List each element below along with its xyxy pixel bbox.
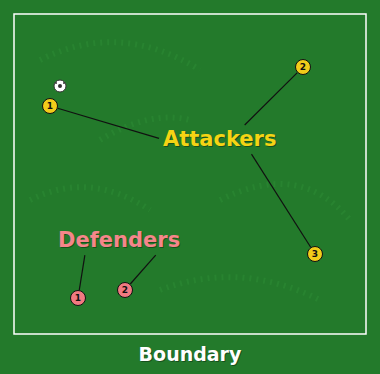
player-number: 1: [47, 102, 53, 111]
attacker-marker: 2: [295, 59, 311, 75]
defender-marker: 2: [117, 282, 133, 298]
player-number: 1: [75, 294, 81, 303]
player-number: 3: [312, 250, 318, 259]
leader-line: [130, 255, 155, 284]
defender-marker: 1: [70, 290, 86, 306]
leader-line: [79, 255, 85, 290]
ball: [54, 80, 66, 92]
attacker-marker: 1: [42, 98, 58, 114]
leader-line: [245, 73, 298, 125]
attacker-marker: 3: [307, 246, 323, 262]
boundary-line: [14, 14, 366, 334]
leader-line: [58, 108, 159, 138]
group-label: Attackers: [163, 128, 276, 151]
boundary-label: Boundary: [139, 344, 242, 365]
player-number: 2: [122, 286, 128, 295]
player-number: 2: [300, 63, 306, 72]
grass-texture: [30, 42, 350, 300]
leader-line: [251, 154, 310, 247]
group-label: Defenders: [58, 229, 180, 252]
